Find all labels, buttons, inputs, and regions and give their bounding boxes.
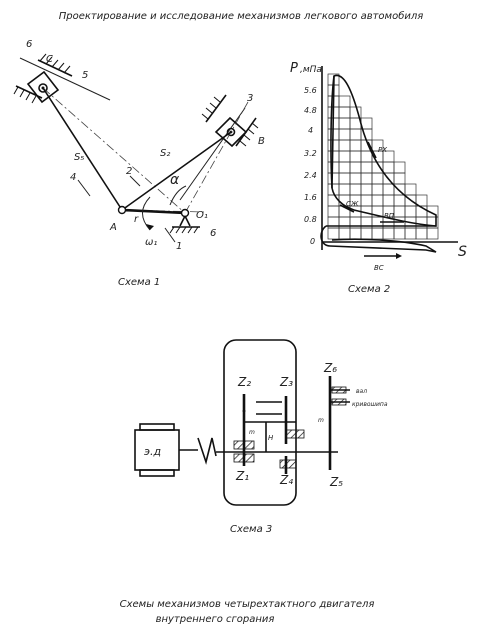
- label-alpha: α: [170, 172, 180, 188]
- omega-arrow: [142, 196, 151, 231]
- scheme2-indicator-diagram: 5.6 4.8 4 3.2 2.4 1.6 0.8 0 P ,мПа S РХ …: [290, 61, 467, 295]
- tick-4: 4: [308, 126, 313, 135]
- label-z3: Z₃: [279, 375, 293, 389]
- tick-2-4: 2.4: [304, 171, 317, 180]
- tick-4-8: 4.8: [304, 106, 317, 115]
- axis-p-unit: ,мПа: [300, 65, 322, 75]
- scheme3-gear-train: э.д Z₂ Z₃ Z₁ Z₄ Z₆ Z₅ m: [134, 339, 388, 535]
- label-3: 3: [247, 93, 253, 104]
- label-m2: m: [318, 417, 324, 424]
- label-5: 5: [82, 70, 88, 81]
- tick-5-6: 5.6: [304, 86, 317, 95]
- footer-line-2: внутреннего сгорания: [156, 614, 275, 625]
- label-4: 4: [70, 172, 76, 183]
- footer-line-1: Схемы механизмов четырехтактного двигате…: [120, 599, 375, 610]
- label-1: 1: [176, 241, 182, 252]
- label-s5: S₅: [74, 152, 84, 163]
- caption-scheme-1: Схема 1: [118, 277, 160, 288]
- caption-scheme-3: Схема 3: [230, 524, 272, 535]
- label-z5: Z₅: [329, 475, 343, 489]
- label-sj: СЖ: [346, 200, 359, 208]
- grid: [327, 73, 439, 240]
- label-z2: Z₂: [237, 375, 251, 389]
- crank-r: [121, 208, 186, 215]
- slider-c-guide: [13, 53, 111, 104]
- label-rx: РХ: [378, 146, 387, 154]
- tick-0-8: 0.8: [304, 215, 317, 224]
- tick-0: 0: [310, 237, 315, 246]
- label-r: r: [134, 214, 139, 225]
- curve-combustion: [330, 75, 335, 189]
- label-m1: m: [249, 429, 255, 436]
- label-c: C: [46, 54, 53, 65]
- label-z6: Z₆: [323, 361, 337, 375]
- rod-2: [121, 131, 232, 211]
- label-z1: Z₁: [235, 469, 249, 483]
- slider-b-guide: [179, 94, 259, 201]
- rod-4: [42, 87, 123, 211]
- label-val: вал: [356, 388, 367, 395]
- label-engine: э.д: [144, 445, 161, 458]
- label-a: A: [109, 222, 117, 233]
- label-crank: кривошипа: [352, 401, 388, 408]
- label-b: B: [258, 136, 265, 147]
- label-6: 6: [26, 39, 32, 50]
- tick-3-2: 3.2: [304, 149, 317, 158]
- label-vp: ВП: [384, 212, 395, 220]
- label-vs: ВС: [374, 264, 384, 272]
- caption-scheme-2: Схема 2: [348, 284, 390, 295]
- label-o1: O₁: [196, 210, 208, 221]
- label-h: H: [268, 434, 274, 442]
- page-title: Проектирование и исследование механизмов…: [59, 10, 424, 22]
- curve-intake: [320, 225, 437, 253]
- label-2: 2: [126, 166, 132, 177]
- scheme1-linkage: 6 C 5 S₅ 4 2 S₂ α 3 B A r O₁ 6 ω₁ 1 Схем…: [13, 39, 265, 288]
- label-6b: 6: [210, 228, 216, 239]
- label-s2: S₂: [160, 148, 170, 159]
- axis-p-label: P: [290, 61, 298, 76]
- pivot-o1: [169, 208, 200, 234]
- curve-expansion: [331, 74, 437, 227]
- axis-s-label: S: [458, 244, 467, 260]
- label-omega: ω₁: [145, 237, 157, 248]
- tick-1-6: 1.6: [304, 193, 317, 202]
- label-z4: Z₄: [279, 473, 293, 487]
